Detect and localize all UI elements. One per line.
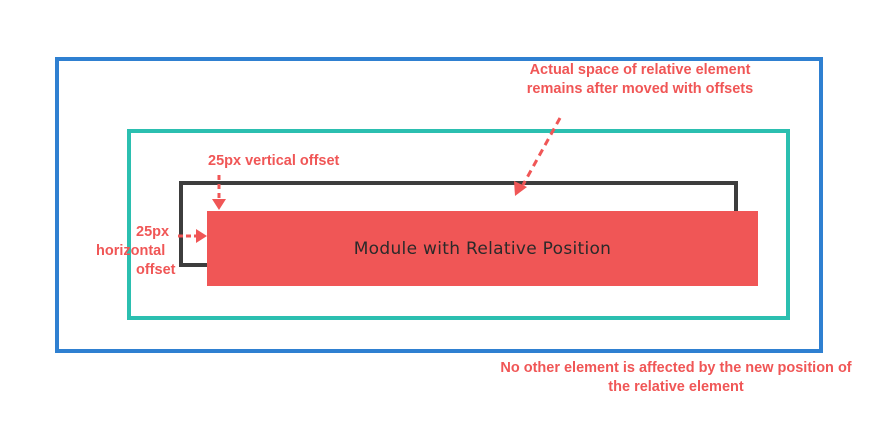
outer-container <box>55 57 823 353</box>
relative-module: Module with Relative Position <box>207 211 758 286</box>
annotation-horizontal-offset-line3: offset <box>136 262 176 278</box>
inner-container <box>127 129 790 320</box>
annotation-not-affected: No other element is affected by the new … <box>500 360 852 395</box>
annotation-horizontal-offset-line2: horizontal <box>96 243 166 259</box>
module-label: Module with Relative Position <box>353 238 612 259</box>
annotation-vertical-offset: 25px vertical offset <box>208 153 340 169</box>
annotation-horizontal-offset-line1: 25px <box>136 224 170 240</box>
annotation-actual-space: Actual space of relative element remains… <box>526 62 754 97</box>
annotation-horizontal-offset: 25px horizontal offset <box>90 223 176 280</box>
